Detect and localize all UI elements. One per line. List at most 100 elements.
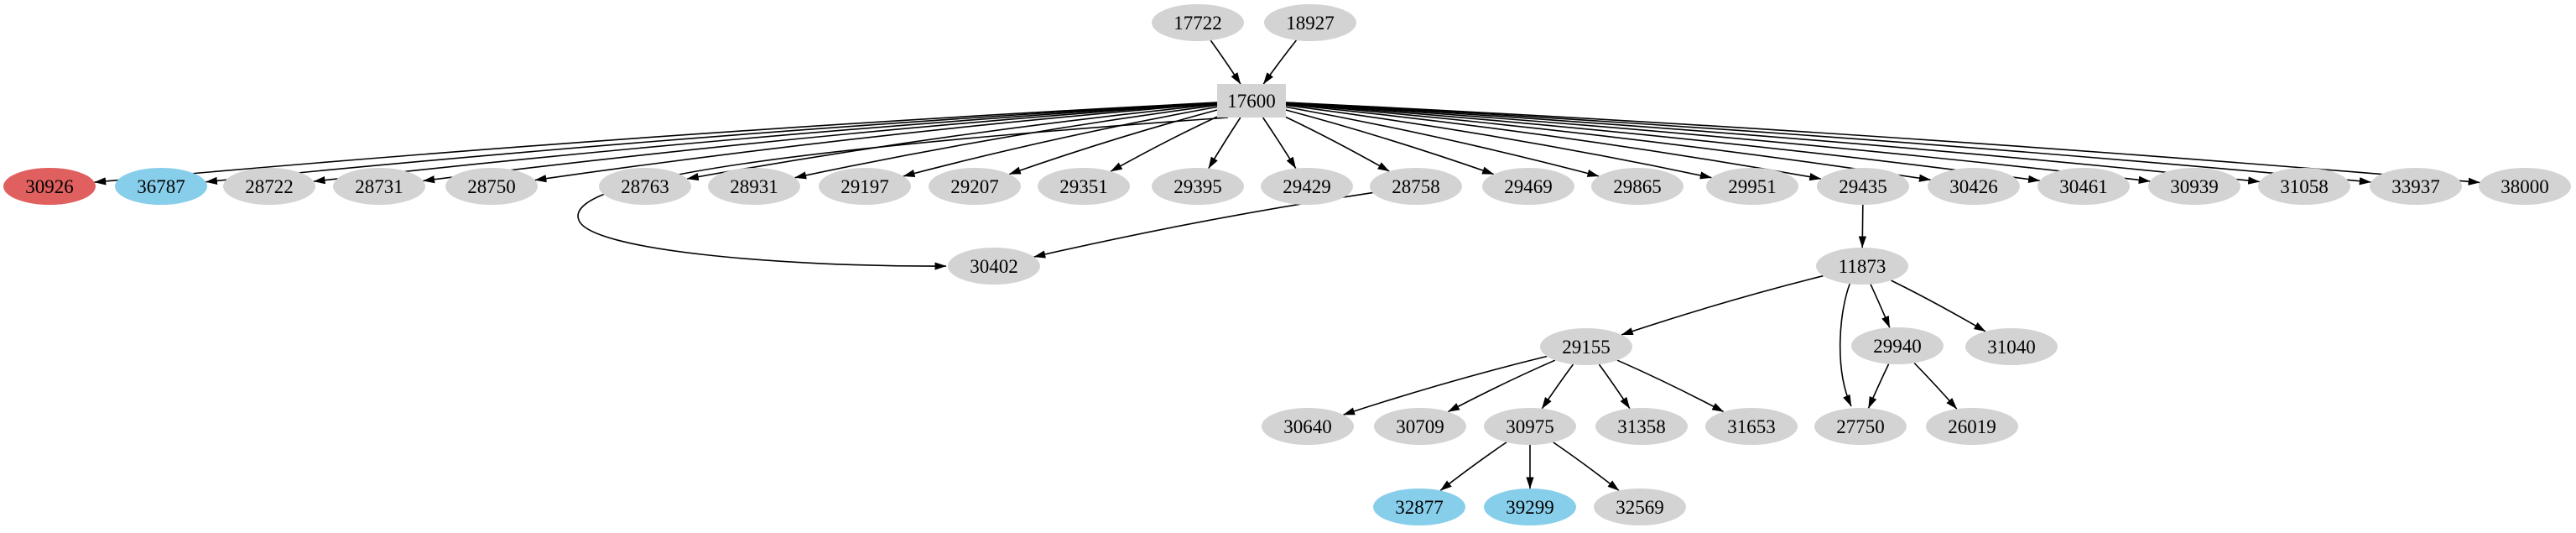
node-shape-39299 [1484, 489, 1576, 525]
node-label-29429: 29429 [1283, 176, 1331, 197]
node-shape-31358 [1595, 408, 1688, 445]
node-shape-32569 [1594, 489, 1686, 525]
edge-30975-32877 [1439, 442, 1507, 492]
edge-17600-30926 [94, 102, 1218, 186]
node-label-26019: 26019 [1948, 416, 1996, 437]
node-28722: 28722 [223, 168, 315, 205]
node-28731: 28731 [333, 168, 425, 205]
node-label-31358: 31358 [1617, 416, 1666, 437]
edge-29155-31653 [1616, 359, 1725, 413]
node-28763: 28763 [599, 168, 691, 205]
edge-17600-38000 [1285, 102, 2480, 186]
edge-18927-17600 [1262, 39, 1298, 85]
edge-29155-31358 [1598, 363, 1631, 410]
node-shape-30975 [1484, 408, 1576, 445]
node-shape-17722 [1152, 4, 1244, 41]
node-28758: 28758 [1370, 168, 1462, 205]
node-36787: 36787 [115, 168, 207, 205]
node-29951: 29951 [1706, 168, 1798, 205]
node-label-29940: 29940 [1873, 336, 1922, 357]
node-30402: 30402 [948, 248, 1040, 285]
edge-17600-29865 [1285, 106, 1600, 177]
node-label-29951: 29951 [1728, 176, 1777, 197]
node-29435: 29435 [1817, 168, 1909, 205]
edge-17600-30402 [577, 117, 1229, 270]
node-label-30926: 30926 [25, 176, 74, 197]
edge-29940-27750 [1867, 363, 1890, 409]
node-30939: 30939 [2148, 168, 2240, 205]
node-shape-36787 [115, 168, 207, 205]
edge-17600-29395 [1208, 117, 1241, 170]
node-label-28763: 28763 [621, 176, 669, 197]
node-17722: 17722 [1152, 4, 1244, 41]
node-label-30461: 30461 [2059, 176, 2108, 197]
node-label-31058: 31058 [2280, 176, 2329, 197]
node-label-11873: 11873 [1839, 256, 1886, 277]
node-label-27750: 27750 [1836, 416, 1885, 437]
node-30975: 30975 [1484, 408, 1576, 445]
edge-17600-30426 [1285, 102, 1931, 182]
node-29155: 29155 [1540, 328, 1632, 365]
node-shape-29155 [1540, 328, 1632, 365]
edge-29435-11873 [1858, 204, 1866, 248]
edge-17600-30461 [1285, 102, 2041, 184]
node-33937: 33937 [2370, 168, 2462, 205]
node-shape-31653 [1705, 408, 1798, 445]
node-shape-30709 [1374, 408, 1466, 445]
node-label-28722: 28722 [245, 176, 294, 197]
node-label-17722: 17722 [1174, 13, 1222, 34]
node-30926: 30926 [3, 168, 96, 205]
node-shape-18927 [1264, 4, 1356, 41]
edge-17722-17600 [1210, 39, 1241, 85]
node-shape-29469 [1482, 168, 1574, 205]
edge-layer [94, 39, 2480, 492]
node-shape-30640 [1262, 408, 1354, 445]
edge-17600-28931 [794, 104, 1218, 180]
node-30461: 30461 [2037, 168, 2130, 205]
node-shape-28722 [223, 168, 315, 205]
edge-17600-29435 [1285, 103, 1822, 181]
node-label-29207: 29207 [950, 176, 999, 197]
node-30709: 30709 [1374, 408, 1466, 445]
node-label-31040: 31040 [1987, 337, 2036, 358]
node-label-30426: 30426 [1949, 176, 1998, 197]
edge-17600-28731 [423, 102, 1218, 184]
node-shape-29435 [1817, 168, 1909, 205]
node-shape-28758 [1370, 168, 1462, 205]
node-label-29351: 29351 [1059, 176, 1108, 197]
node-shape-38000 [2479, 168, 2571, 205]
node-31653: 31653 [1705, 408, 1798, 445]
node-27750: 27750 [1814, 408, 1907, 445]
node-label-32877: 32877 [1395, 497, 1444, 518]
edge-11873-29155 [1621, 274, 1824, 336]
node-label-38000: 38000 [2501, 176, 2549, 197]
node-label-17600: 17600 [1227, 91, 1276, 112]
node-label-30709: 30709 [1396, 416, 1444, 437]
node-28931: 28931 [708, 168, 800, 205]
edge-17600-36787 [205, 102, 1218, 185]
node-label-28750: 28750 [467, 176, 516, 197]
node-26019: 26019 [1926, 408, 2018, 445]
node-39299: 39299 [1484, 489, 1576, 525]
node-label-30640: 30640 [1283, 416, 1332, 437]
node-shape-31040 [1965, 328, 2058, 365]
node-label-36787: 36787 [137, 176, 185, 197]
edge-17600-29197 [903, 106, 1218, 177]
node-30426: 30426 [1928, 168, 2020, 205]
edge-17600-31058 [1285, 102, 2261, 185]
edge-17600-29429 [1262, 117, 1297, 170]
edge-17600-30939 [1285, 102, 2151, 184]
node-label-30402: 30402 [970, 256, 1018, 277]
edge-17600-28763 [686, 103, 1218, 181]
node-shape-29951 [1706, 168, 1798, 205]
node-label-29395: 29395 [1174, 176, 1222, 197]
node-shape-30461 [2037, 168, 2130, 205]
node-32877: 32877 [1373, 489, 1465, 525]
node-shape-30402 [948, 248, 1040, 285]
node-shape-29197 [819, 168, 911, 205]
edge-30975-32569 [1553, 442, 1620, 492]
edge-17600-28758 [1285, 116, 1390, 172]
